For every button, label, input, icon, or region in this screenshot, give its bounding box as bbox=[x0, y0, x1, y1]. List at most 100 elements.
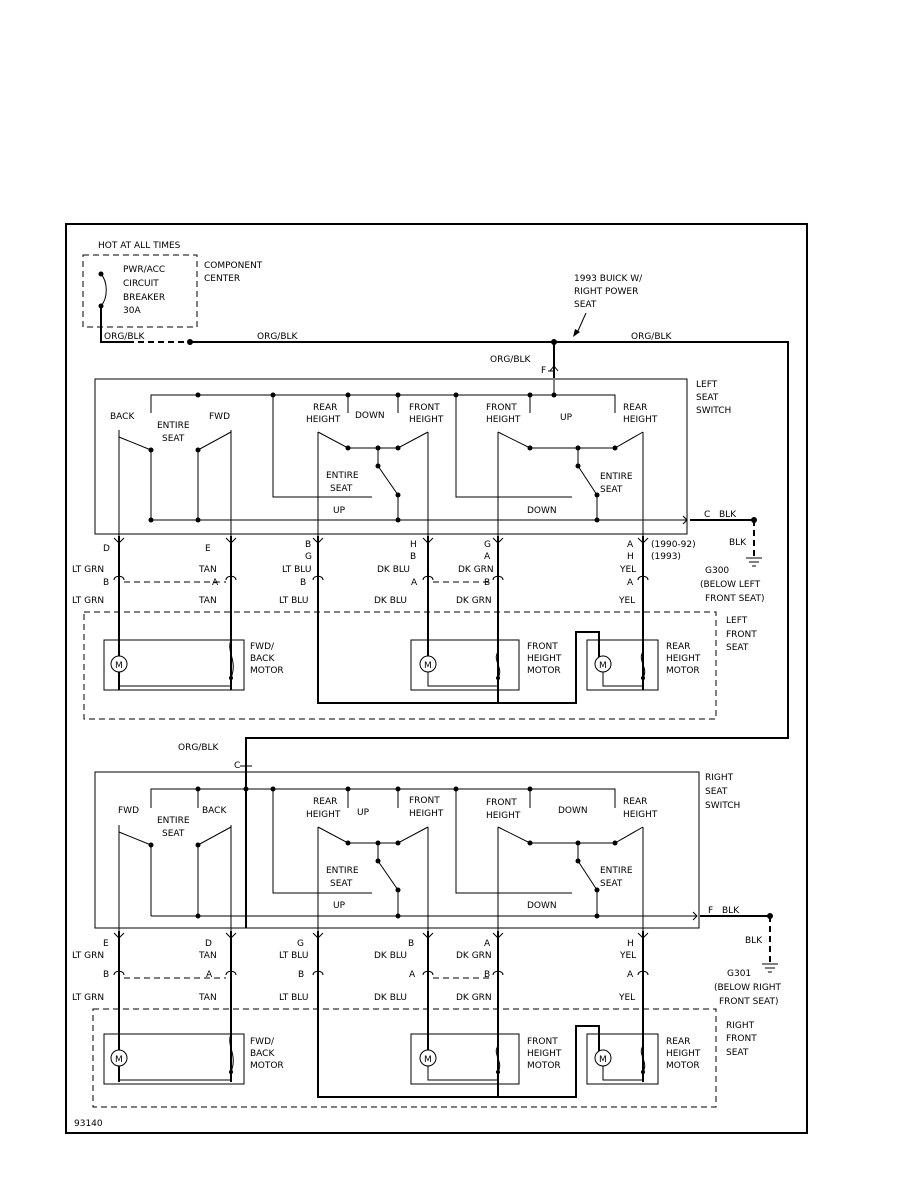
right-conn-5: B bbox=[484, 970, 490, 980]
left-conn-4: A bbox=[411, 578, 418, 588]
left-fwd-back-label-3: MOTOR bbox=[250, 666, 284, 676]
right-wire-color-3: LT BLU bbox=[279, 951, 308, 961]
left-pin-4b: B bbox=[410, 552, 416, 562]
left-harness-6: YEL bbox=[618, 596, 635, 606]
left-harness-2: TAN bbox=[198, 596, 217, 606]
right-switch-box bbox=[94, 771, 700, 929]
left-entire-seat-2b: SEAT bbox=[330, 484, 353, 494]
right-front-height-1a: FRONT bbox=[409, 796, 440, 806]
component-center-line-2: CENTER bbox=[204, 274, 240, 284]
left-pin-6a: A bbox=[627, 540, 634, 550]
right-seat-title-3: SEAT bbox=[726, 1048, 749, 1058]
left-year-note-1: (1990-92) bbox=[651, 540, 696, 550]
left-rear-height-label-3: MOTOR bbox=[666, 666, 700, 676]
component-center-line-1: COMPONENT bbox=[204, 261, 263, 271]
left-front-height-label-3: MOTOR bbox=[527, 666, 561, 676]
left-seat-box bbox=[83, 611, 717, 720]
left-harness-3: LT BLU bbox=[279, 596, 308, 606]
left-seat-switch: LEFT SEAT SWITCH BACK ENTIRE SEAT FWD bbox=[94, 378, 764, 604]
left-entire-seat-3b: SEAT bbox=[600, 485, 623, 495]
diagram-frame bbox=[65, 223, 808, 1134]
left-harness-4: DK BLU bbox=[374, 596, 407, 606]
right-entire-seat-label-2: SEAT bbox=[162, 829, 185, 839]
right-wire-color-2: TAN bbox=[198, 951, 217, 961]
breaker-line-2: CIRCUIT bbox=[123, 279, 159, 289]
right-entire-seat-3a: ENTIRE bbox=[600, 866, 633, 876]
right-harness-6: YEL bbox=[618, 993, 635, 1003]
left-pin-2: E bbox=[205, 544, 211, 554]
circuit-breaker-icon bbox=[98, 271, 107, 309]
left-rear-height-label-1: REAR bbox=[666, 642, 690, 652]
hot-at-all-times-label: HOT AT ALL TIMES bbox=[98, 241, 181, 251]
right-rear-height-motor-box bbox=[586, 1033, 659, 1085]
left-wire-color-5: DK GRN bbox=[458, 565, 494, 575]
right-feed-pin: C bbox=[234, 761, 240, 771]
right-rear-height-2a: REAR bbox=[623, 797, 647, 807]
left-conn-3: B bbox=[300, 578, 306, 588]
right-fwd-back-label-3: MOTOR bbox=[250, 1061, 284, 1071]
right-conn-3: B bbox=[298, 970, 304, 980]
breaker-line-1: PWR/ACC bbox=[123, 265, 165, 275]
left-wire-color-1: LT GRN bbox=[72, 565, 104, 575]
right-rear-height-1a: REAR bbox=[313, 797, 337, 807]
right-harness-2: TAN bbox=[198, 993, 217, 1003]
right-entire-seat-label-1: ENTIRE bbox=[157, 816, 190, 826]
left-rear-height-2a: REAR bbox=[623, 403, 647, 413]
right-conn-6: A bbox=[627, 970, 634, 980]
feed-wire-label-3: ORG/BLK bbox=[631, 332, 673, 342]
left-wiring: D E B G H B G A A H (1990-92) (1993) LT … bbox=[72, 536, 696, 704]
right-seat-switch: RIGHT SEAT SWITCH FWD ENTIRE SEAT BACK bbox=[94, 766, 782, 1007]
svg-text:M: M bbox=[115, 661, 123, 671]
left-front-height-label-1: FRONT bbox=[527, 642, 558, 652]
right-ground-loc-2: FRONT SEAT) bbox=[719, 997, 778, 1007]
left-wire-color-3: LT BLU bbox=[282, 565, 311, 575]
right-front-height-label-1: FRONT bbox=[527, 1037, 558, 1047]
left-rear-height-label-2: HEIGHT bbox=[666, 654, 701, 664]
left-pin-6b: H bbox=[627, 552, 634, 562]
left-wire-color-2: TAN bbox=[198, 565, 217, 575]
left-fwd-back-motor-box bbox=[103, 639, 245, 691]
right-entire-seat-3b: SEAT bbox=[600, 879, 623, 889]
right-seat-box bbox=[92, 1008, 717, 1108]
left-front-height-label-2: HEIGHT bbox=[527, 654, 562, 664]
power-feed: HOT AT ALL TIMES PWR/ACC CIRCUIT BREAKER… bbox=[82, 241, 789, 766]
left-front-height-2b: HEIGHT bbox=[486, 415, 521, 425]
right-ground-name: G301 bbox=[727, 969, 751, 979]
left-seat-title-1: LEFT bbox=[726, 616, 748, 626]
right-front-height-label-3: MOTOR bbox=[527, 1061, 561, 1071]
left-conn-5: B bbox=[484, 578, 490, 588]
left-up-label: UP bbox=[560, 413, 573, 423]
left-conn-1: B bbox=[103, 578, 109, 588]
left-seat-title-2: FRONT bbox=[726, 630, 757, 640]
left-ground-wire: BLK bbox=[719, 510, 737, 520]
left-switch-title-2: SEAT bbox=[696, 393, 719, 403]
left-fwd-back-label-1: FWD/ bbox=[250, 642, 275, 652]
right-fwd-back-motor-icon: M bbox=[110, 1033, 234, 1081]
left-pin-1: D bbox=[103, 544, 110, 554]
left-down-label: DOWN bbox=[355, 411, 385, 421]
left-switch-title-1: LEFT bbox=[696, 380, 718, 390]
right-harness-1: LT GRN bbox=[72, 993, 104, 1003]
right-switch-title-2: SEAT bbox=[705, 787, 728, 797]
right-pin-6: H bbox=[627, 939, 634, 949]
right-fwd-back-label-1: FWD/ bbox=[250, 1037, 275, 1047]
right-fwd-back-motor-box bbox=[103, 1033, 245, 1085]
right-harness-5: DK GRN bbox=[456, 993, 492, 1003]
right-front-height-1b: HEIGHT bbox=[409, 809, 444, 819]
left-wire-color-6: YEL bbox=[619, 565, 636, 575]
left-entire-seat-label-1: ENTIRE bbox=[157, 421, 190, 431]
buick-note-line-3: SEAT bbox=[574, 300, 597, 310]
right-conn-4: A bbox=[409, 970, 416, 980]
svg-text:M: M bbox=[115, 1055, 123, 1065]
left-ground-loc-2: FRONT SEAT) bbox=[705, 594, 764, 604]
left-fwd-back-motor-icon: M bbox=[110, 639, 234, 687]
left-pin-3a: B bbox=[305, 540, 311, 550]
right-ground-wire-2: BLK bbox=[745, 936, 763, 946]
left-pin-5b: A bbox=[484, 552, 491, 562]
right-pin-1: E bbox=[103, 939, 109, 949]
left-seat-title-3: SEAT bbox=[726, 643, 749, 653]
left-front-seat: LEFT FRONT SEAT M FWD/ BACK MOTOR M FRON… bbox=[83, 611, 757, 720]
right-switch-title-3: SWITCH bbox=[705, 801, 740, 811]
left-pin-3b: G bbox=[305, 552, 312, 562]
left-back-label: BACK bbox=[110, 412, 135, 422]
